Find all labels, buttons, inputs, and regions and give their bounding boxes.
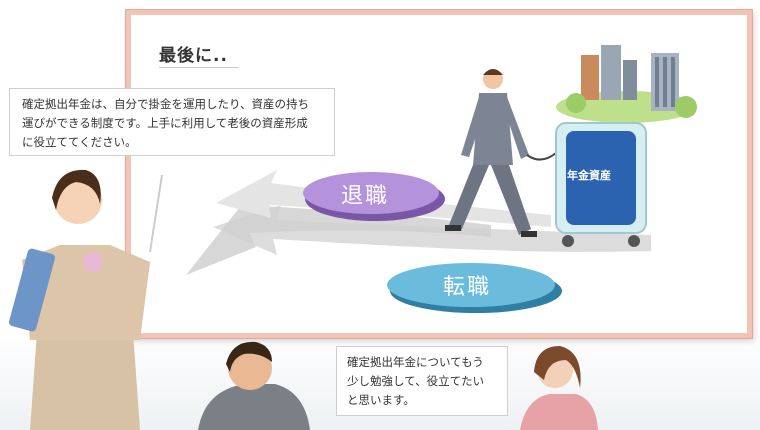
teacher-line-1: 確定拠出年金は、自分で掛金を運用したり、資産の持ち (22, 97, 310, 111)
board-illustration (186, 45, 697, 313)
woman-line-1: 確定拠出年金についてもう (347, 355, 484, 369)
suitcase-icon (555, 122, 647, 247)
job-change-label: 転職 (443, 275, 492, 300)
teacher-speech-bubble: 確定拠出年金は、自分で掛金を運用したり、資産の持ち 運びができる制度です。上手に… (9, 88, 335, 156)
teacher-line-3: に役立ててください。 (22, 135, 137, 149)
job-change-pill (387, 263, 555, 307)
woman-line-2: 少し勉強して、役立てたい (347, 374, 485, 388)
retire-label: 退職 (341, 184, 390, 209)
board-title: 最後に.. (159, 46, 228, 66)
suitcase-label: 年金資産 (567, 169, 611, 182)
woman-speech-bubble: 確定拠出年金についてもう 少し勉強して、役立てたい と思います。 (336, 346, 508, 416)
whiteboard: 最後に.. 退職 転職 年金資産 (126, 10, 752, 338)
woman-line-3: と思います。 (347, 393, 415, 407)
building-icon (556, 45, 697, 123)
walking-businessman (445, 69, 557, 237)
teacher-line-2: 運びができる制度です。上手に利用して老後の資産形成 (22, 116, 308, 130)
retire-pill (303, 172, 439, 214)
title-underline (159, 67, 239, 68)
